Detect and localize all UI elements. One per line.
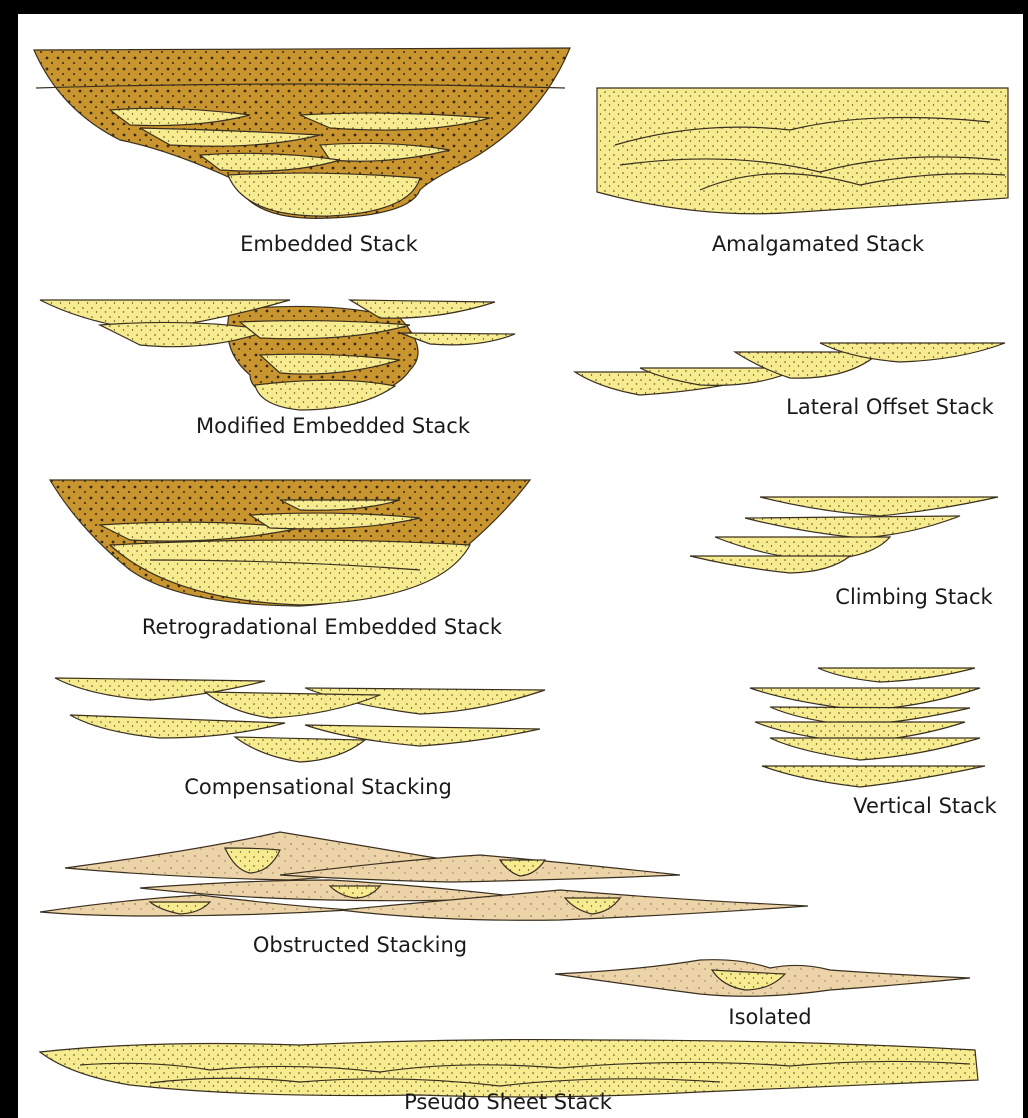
amalgamated-stack-figure (597, 88, 1008, 214)
label-vertical-stack: Vertical Stack (853, 794, 997, 818)
modified-embedded-stack-figure (40, 300, 515, 410)
climbing-stack-figure (690, 497, 998, 573)
retrogradational-embedded-stack-figure (50, 480, 530, 606)
obstructed-stacking-figure (40, 832, 808, 920)
pseudo-sheet-stack-figure (40, 1040, 978, 1097)
embedded-stack-figure (34, 48, 570, 218)
label-obstructed-stacking: Obstructed Stacking (253, 933, 467, 957)
label-retrogradational-embedded-stack: Retrogradational Embedded Stack (142, 615, 503, 639)
label-modified-embedded-stack: Modified Embedded Stack (196, 414, 471, 438)
vertical-stack-figure (750, 668, 985, 787)
compensational-stacking-figure (55, 678, 545, 762)
label-isolated: Isolated (728, 1005, 811, 1029)
label-compensational-stacking: Compensational Stacking (184, 775, 452, 799)
label-climbing-stack: Climbing Stack (835, 585, 993, 609)
lateral-offset-stack-figure (575, 343, 1005, 395)
isolated-figure (555, 960, 970, 997)
label-pseudo-sheet-stack: Pseudo Sheet Stack (404, 1090, 613, 1114)
label-lateral-offset-stack: Lateral Offset Stack (786, 395, 994, 419)
label-embedded-stack: Embedded Stack (240, 232, 419, 256)
label-amalgamated-stack: Amalgamated Stack (712, 232, 925, 256)
